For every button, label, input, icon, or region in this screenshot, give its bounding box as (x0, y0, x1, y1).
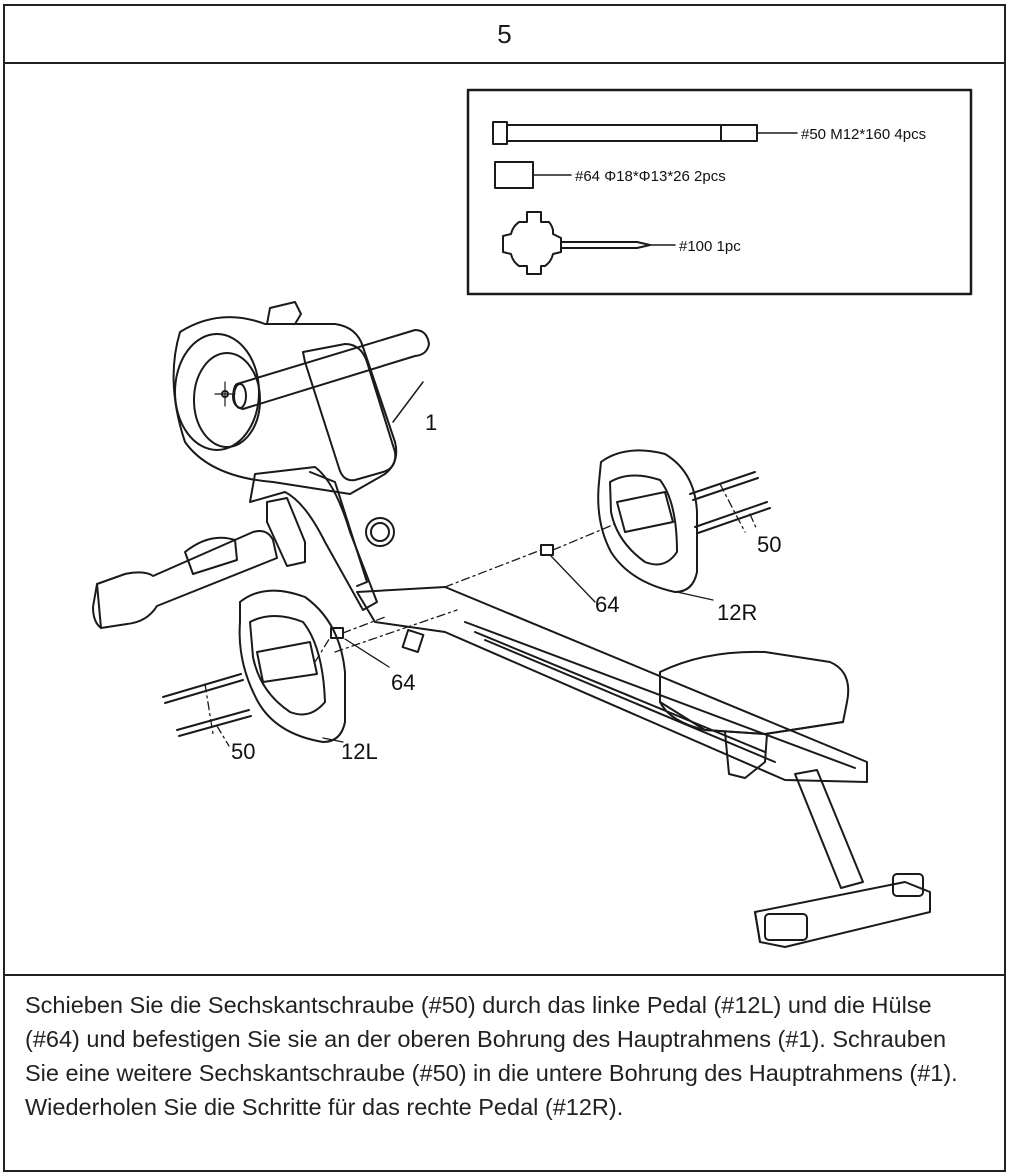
pedal-left (238, 589, 346, 743)
bolt-left-upper (162, 673, 244, 704)
callout-pedal-right: 12R (717, 600, 757, 625)
callout-sleeve-left: 64 (391, 670, 415, 695)
step-number: 5 (5, 6, 1004, 64)
main-frame (249, 343, 424, 611)
handle-bar (232, 329, 430, 410)
rear-stabilizer (754, 769, 931, 948)
flywheel-housing (172, 316, 398, 495)
wrench-icon (502, 211, 676, 275)
pedal-right (597, 449, 698, 593)
bolt-left-lower (176, 709, 252, 737)
instruction-text: Schieben Sie die Sechskantschraube (#50)… (25, 992, 958, 1120)
assembly-illustration: #50 M12*160 4pcs #64 Φ18*Φ13*26 2pcs #10… (5, 62, 1004, 976)
bolt-right-lower (694, 501, 771, 534)
hex-bolt-icon (492, 121, 798, 145)
parts-box (466, 88, 973, 296)
callout-sleeve-right: 64 (595, 592, 619, 617)
callout-main-frame: 1 (425, 410, 437, 435)
callout-bolt-left: 50 (231, 739, 255, 764)
callout-bolt-right: 50 (757, 532, 781, 557)
parts-label-wrench: #100 1pc (679, 238, 741, 255)
callout-pedal-left: 12L (341, 739, 378, 764)
front-stabilizer (92, 530, 278, 629)
sleeve-right (540, 544, 554, 556)
instruction-step-frame: 5 (3, 4, 1006, 1172)
sleeve-icon (494, 161, 572, 189)
bolt-right-upper (689, 471, 759, 501)
assembly-drawing: #50 M12*160 4pcs #64 Φ18*Φ13*26 2pcs #10… (92, 88, 973, 948)
top-mount (266, 301, 302, 325)
parts-label-sleeve: #64 Φ18*Φ13*26 2pcs (575, 168, 726, 185)
parts-label-bolt: #50 M12*160 4pcs (801, 126, 926, 143)
seat (659, 650, 850, 779)
